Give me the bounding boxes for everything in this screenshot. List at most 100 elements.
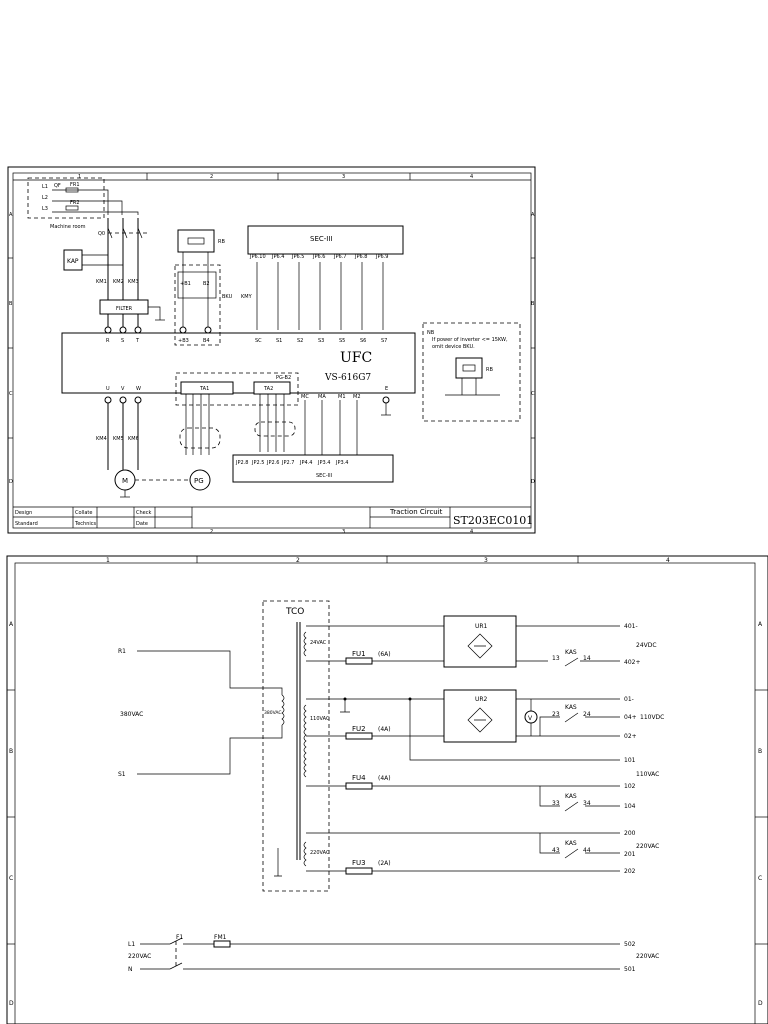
s2-col-4: 4	[666, 557, 670, 564]
sec3-pin-5: JP6.8	[354, 254, 367, 260]
s1-row-b-r: B	[531, 301, 535, 307]
primary-input: R1 S1 380VAC	[118, 648, 283, 778]
sheet2-frame	[6, 555, 768, 1024]
fu3-label: FU3	[352, 859, 366, 867]
tb-check: Check	[136, 510, 151, 516]
s1-row-a: A	[9, 212, 13, 218]
fu3-rating: (2A)	[378, 860, 391, 867]
bku-b4: B4	[203, 338, 210, 344]
fu1-label: FU1	[352, 650, 366, 658]
ufc-term-s1: S1	[276, 338, 282, 344]
s2-col-3: 3	[484, 557, 488, 564]
pg-b2-label: PG-B2	[276, 375, 291, 381]
v220ac2-label: 220VAC	[636, 953, 659, 960]
input-s1: S1	[118, 771, 126, 778]
ta2-label: TA2	[263, 386, 273, 392]
tb-sheet-title: Traction Circuit	[389, 508, 443, 516]
input-380vac: 380VAC	[120, 711, 143, 718]
v110ac-label: 110VAC	[636, 771, 659, 778]
label-l1: L1	[42, 184, 48, 190]
bottom-supply: L1 220VAC N F1 FM1 502 501 220VAC	[128, 934, 659, 973]
sec3-top-label: SEC-III	[310, 235, 332, 243]
ufc-term-s2: S2	[297, 338, 303, 344]
ufc-term-s5: S5	[339, 338, 345, 344]
sec3-pin-6: JP6.9	[375, 254, 388, 260]
branch-24vdc: FU1 (6A) UR1 13 14 KAS 401- 402+ 24VDC	[306, 615, 657, 668]
kap-label: KAP	[67, 258, 79, 265]
kas-c13: 13	[552, 655, 560, 662]
ufc-name: UFC	[340, 350, 372, 366]
branch-110vdc: FU2 (4A) UR2 V 23 24 KAS 01- 04+ 02+ 110…	[306, 689, 664, 764]
ufc-term-s6: S6	[360, 338, 366, 344]
bottom-l1: L1	[128, 941, 135, 948]
out-102: 102	[624, 783, 636, 790]
s1-col-4b: 4	[470, 529, 473, 535]
note-rb: RB	[486, 367, 493, 373]
kas-label-3: KAS	[565, 793, 577, 800]
km6-label: KM6	[128, 436, 139, 442]
pg-encoder-label: PG	[194, 477, 204, 485]
filter-label: FILTER	[116, 306, 133, 312]
s2-row-c-r: C	[758, 875, 762, 882]
bottom-fm1: FM1	[214, 934, 227, 941]
s2-col-1: 1	[106, 557, 110, 564]
s1-row-d-r: D	[531, 479, 535, 485]
sec3-pin-1: JP6.4	[271, 254, 284, 260]
sec110-label: 110VAC	[310, 716, 330, 722]
sec3-pin-0: JP6.10	[249, 254, 266, 260]
fu1-rating: (6A)	[378, 651, 391, 658]
s1-row-b: B	[9, 301, 13, 307]
term-s: S	[121, 338, 124, 344]
kas-c14: 14	[583, 655, 591, 662]
out-401: 401-	[624, 623, 638, 630]
ur1-label: UR1	[475, 623, 488, 630]
term-r: R	[106, 338, 110, 344]
kas-c44: 44	[583, 847, 591, 854]
voltmeter-label: V	[528, 715, 533, 722]
tb-technics: Technics	[74, 521, 97, 527]
s2-col-2: 2	[296, 557, 300, 564]
bottom-220vac: 220VAC	[128, 953, 151, 960]
branch-220vac: FU3 (2A) 43 44 KAS 200 201 202 220VAC	[306, 830, 659, 875]
kas-c23: 23	[552, 711, 560, 718]
out-502: 502	[624, 941, 636, 948]
term-t: T	[135, 338, 140, 344]
sec220-label: 220VAC	[310, 850, 330, 856]
s1-row-a-r: A	[531, 212, 535, 218]
ufc-box: UFC VS-616G7 R S T U V W	[61, 326, 416, 404]
tco-label: TCO	[285, 607, 304, 617]
label-fr1: FR1	[70, 182, 80, 188]
title-block: Design Collate Check Standard Technics D…	[13, 507, 533, 528]
out-200: 200	[624, 830, 636, 837]
transformer-tco: TCO 380VAC 24VAC 110VAC 220VAC	[262, 600, 330, 892]
kas-label-1: KAS	[565, 649, 577, 656]
tb-design: Design	[15, 510, 32, 516]
out-402: 402+	[624, 659, 640, 666]
sec3-bottom: SEC-III JP2.8 JP2.5 JP2.6 JP2.7 JP4.4 JP…	[232, 386, 394, 483]
kas-c34: 34	[583, 800, 591, 807]
v24dc-label: 24VDC	[636, 642, 657, 649]
ur2-label: UR2	[475, 696, 488, 703]
sec3-pin-2: JP6.5	[291, 254, 304, 260]
s1-col-4: 4	[470, 174, 473, 180]
bottom-f1: F1	[176, 934, 183, 941]
s1-row-d: D	[9, 479, 13, 485]
km1-label: KM1	[96, 279, 107, 285]
sec3b-pin-4: JP4.4	[299, 460, 312, 466]
out-202: 202	[624, 868, 636, 875]
note-text2: omit device BKU.	[432, 344, 475, 350]
input-r1: R1	[118, 648, 126, 655]
kas-c43: 43	[552, 847, 560, 854]
out-01: 01-	[624, 696, 634, 703]
km5-label: KM5	[113, 436, 124, 442]
motor-label: M	[122, 477, 128, 485]
mc-term-mc: MC	[301, 394, 309, 400]
sec3b-pin-5: JP3.4	[317, 460, 330, 466]
note-text1: If power of inverter <= 15KW,	[432, 337, 508, 343]
v220ac-label: 220VAC	[636, 843, 659, 850]
label-q0: Q0	[98, 231, 105, 237]
branch-110vac: FU4 (4A) 33 34 KAS 102 110VAC 104	[306, 771, 659, 812]
supply-section: L1 QF FR1 L2 L3 FR2 Machine room Q0 KAP …	[27, 177, 165, 330]
s2-row-b-r: B	[758, 748, 762, 755]
